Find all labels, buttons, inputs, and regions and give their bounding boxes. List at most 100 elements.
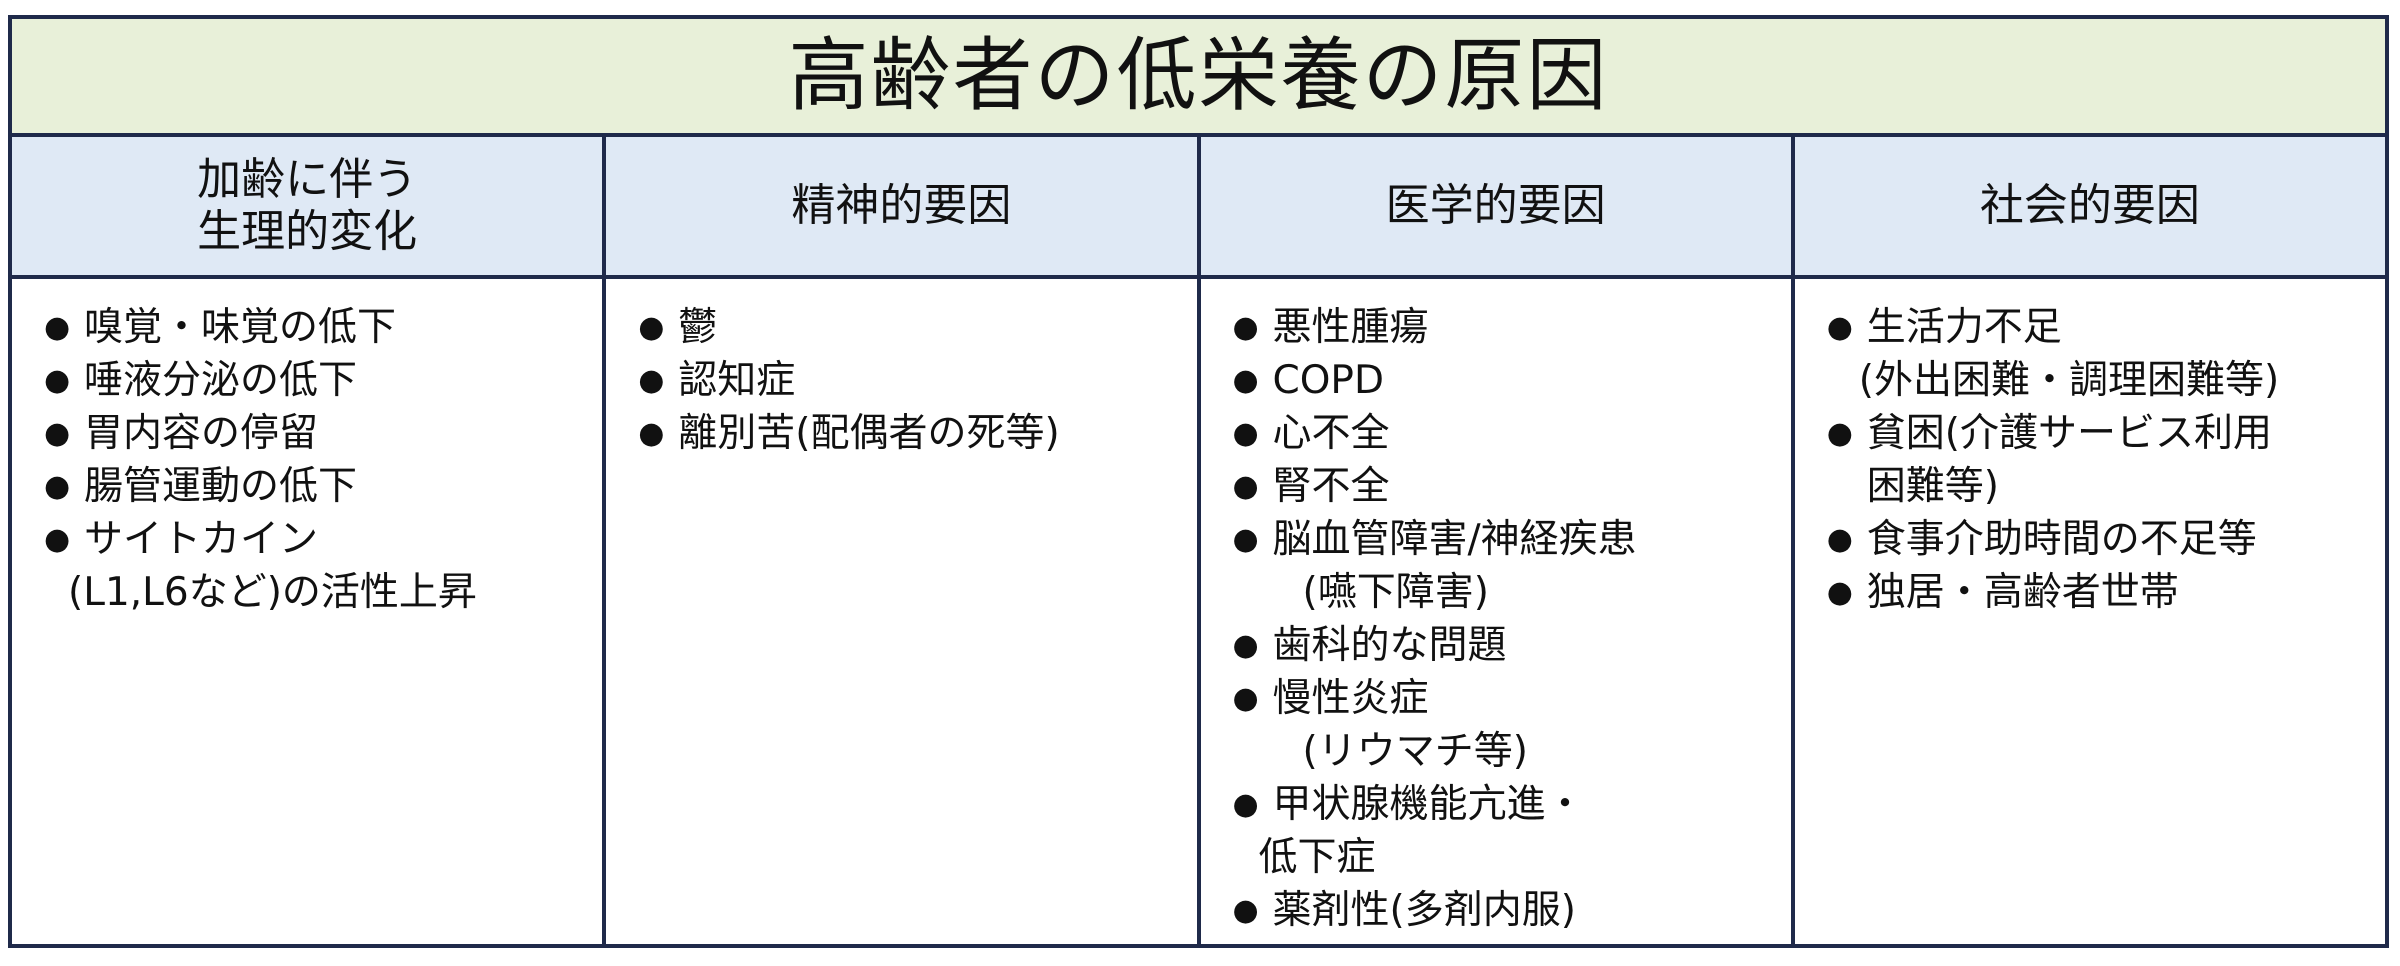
column-medical: 医学的要因 ● 悪性腫瘍 ● COPD ● 心不全 ● 腎不全●脳血管障害/神経疾患(嚥下障害… xyxy=(1200,137,1795,944)
bullet-icon: ● xyxy=(1232,628,1259,663)
column-header-line: 精神的要因 xyxy=(791,180,1012,232)
bullet-icon: ● xyxy=(1826,522,1853,557)
list-item-line: (リウマチ等) xyxy=(1302,729,1528,774)
bullet-icon: ● xyxy=(44,363,71,398)
bullet-icon: ● xyxy=(1232,787,1259,822)
list-item: ●サイトカイン(L1,L6など)の活性上昇 xyxy=(44,513,582,619)
list-item: ● 歯科的な問題 xyxy=(1233,619,1771,672)
list-item: ● 慢性炎症 (リウマチ等) xyxy=(1233,672,1771,778)
list-item-line: サイトカイン xyxy=(84,517,319,562)
list-item: ● 悪性腫瘍 xyxy=(1233,301,1771,354)
column-aging: 加齢に伴う 生理的変化 ● 嗅覚・味覚の低下 ● 唾液分泌の低下 ● 胃内容の停留 ● 腸管運… xyxy=(12,137,607,944)
list-item-line: 嗅覚・味覚の低下 xyxy=(84,305,397,350)
list-item-line: 認知症 xyxy=(678,358,796,403)
list-item-text: 生活力不足 (外出困難・調理困難等) xyxy=(1859,301,2279,407)
list-item-text: 食事介助時間の不足等 xyxy=(1867,513,2257,566)
column-mental: 精神的要因 ●鬱●認知症●離別苦(配偶者の死等) xyxy=(606,137,1201,944)
list-item-line: 歯科的な問題 xyxy=(1272,623,1507,668)
column-header-aging: 加齢に伴う 生理的変化 xyxy=(12,137,603,279)
list-item-text: 離別苦(配偶者の死等) xyxy=(678,407,1059,460)
column-body-social: ●生活力不足(外出困難・調理困難等)●貧困(介護サービス利用困難等)●食事介助時… xyxy=(1795,279,2385,619)
page-title: 高齢者の低栄養の原因 xyxy=(788,29,1609,122)
list-item: ● 心不全 xyxy=(1233,407,1771,460)
title-row: 高齢者の低栄養の原因 xyxy=(12,19,2385,137)
list-item: ● COPD xyxy=(1233,354,1771,407)
list-item: ●脳血管障害/神経疾患(嚥下障害) xyxy=(1233,513,1771,619)
list-item-line: 困難等) xyxy=(1866,464,1999,509)
list-item: ● 胃内容の停留 xyxy=(44,407,582,460)
bullet-icon: ● xyxy=(1232,681,1259,716)
list-item-text: COPD xyxy=(1273,354,1384,407)
column-social: 社会的要因 ●生活力不足(外出困難・調理困難等)●貧困(介護サービス利用困難等)… xyxy=(1794,137,2385,944)
list-item-line: 腸管運動の低下 xyxy=(84,464,358,509)
column-header-medical: 医学的要因 xyxy=(1200,137,1791,279)
list-item-line: 独居・高齢者世帯 xyxy=(1866,570,2179,615)
list-item-text: 慢性炎症 (リウマチ等) xyxy=(1273,672,1528,778)
bullet-icon: ● xyxy=(44,416,71,451)
list-item-text: 心不全 xyxy=(1273,407,1390,460)
column-header-line: 生理的変化 xyxy=(197,206,418,257)
columns: 加齢に伴う 生理的変化 ● 嗅覚・味覚の低下 ● 唾液分泌の低下 ● 胃内容の停留 ● 腸管運… xyxy=(12,137,2385,944)
column-body-medical: ●悪性腫瘍●COPD●心不全●腎不全●脳血管障害/神経疾患(嚥下障害)●歯科的な… xyxy=(1201,279,1791,937)
list-item-line: 心不全 xyxy=(1272,411,1390,456)
bullet-icon: ● xyxy=(1826,575,1853,610)
list-item-text: 貧困(介護サービス利用困難等) xyxy=(1867,407,2272,513)
list-item: ●鬱 xyxy=(638,301,1176,354)
list-item-line: 甲状腺機能亢進・ xyxy=(1272,782,1585,827)
list-item: ● 独居・高齢者世帯 xyxy=(1827,566,2365,619)
list-item: ● 離別苦(配偶者の死等) xyxy=(638,407,1176,460)
list-item-text: 悪性腫瘍 xyxy=(1273,301,1429,354)
bullet-icon: ● xyxy=(1826,310,1853,345)
list-item: ● 嗅覚・味覚の低下 xyxy=(44,301,582,354)
bullet-icon: ● xyxy=(1232,416,1259,451)
list-item-line: 胃内容の停留 xyxy=(84,411,319,456)
list-item: ● 腸管運動の低下 xyxy=(44,460,582,513)
list-item-line: 鬱 xyxy=(678,305,718,350)
bullet-icon: ● xyxy=(44,469,71,504)
list-item: ● 貧困(介護サービス利用困難等) xyxy=(1827,407,2365,513)
column-body-mental: ●鬱●認知症●離別苦(配偶者の死等) xyxy=(606,279,1196,460)
list-item-line: 悪性腫瘍 xyxy=(1272,305,1429,350)
bullet-icon: ● xyxy=(1232,893,1259,928)
column-body-aging: ● 嗅覚・味覚の低下 ● 唾液分泌の低下 ● 胃内容の停留 ● 腸管運動の低下●サイトカイン(… xyxy=(12,279,602,619)
list-item-text: 胃内容の停留 xyxy=(84,407,318,460)
list-item-text: 独居・高齢者世帯 xyxy=(1867,566,2179,619)
list-item-text: サイトカイン(L1,L6など)の活性上昇 xyxy=(68,513,477,619)
list-item-text: 腎不全 xyxy=(1273,460,1390,513)
list-item: ● 薬剤性(多剤内服) xyxy=(1233,884,1771,937)
list-item-text: 腸管運動の低下 xyxy=(84,460,357,513)
bullet-icon: ● xyxy=(1826,416,1853,451)
list-item-line: COPD xyxy=(1272,358,1384,403)
list-item: ●甲状腺機能亢進・低下症 xyxy=(1233,778,1771,884)
list-item-text: 唾液分泌の低下 xyxy=(84,354,357,407)
list-item-line: 貧困(介護サービス利用 xyxy=(1866,411,2272,456)
column-header-line: 社会的要因 xyxy=(1979,180,2200,232)
causes-table: 高齢者の低栄養の原因 加齢に伴う 生理的変化 ● 嗅覚・味覚の低下 ● 唾液分泌の低下… xyxy=(8,15,2389,948)
list-item-line: 食事介助時間の不足等 xyxy=(1866,517,2257,562)
list-item-text: 歯科的な問題 xyxy=(1273,619,1507,672)
bullet-icon: ● xyxy=(638,363,665,398)
list-item-text: 嗅覚・味覚の低下 xyxy=(84,301,396,354)
list-item-text: 鬱 xyxy=(678,301,717,354)
bullet-icon: ● xyxy=(1232,522,1259,557)
list-item-line: (外出困難・調理困難等) xyxy=(1858,358,2280,403)
bullet-icon: ● xyxy=(44,310,71,345)
column-header-mental: 精神的要因 xyxy=(606,137,1197,279)
list-item-text: 認知症 xyxy=(678,354,795,407)
column-header-social: 社会的要因 xyxy=(1794,137,2385,279)
bullet-icon: ● xyxy=(1232,469,1259,504)
bullet-icon: ● xyxy=(638,310,665,345)
list-item-text: 薬剤性(多剤内服) xyxy=(1273,884,1576,937)
list-item-text: 甲状腺機能亢進・低下症 xyxy=(1259,778,1585,884)
bullet-icon: ● xyxy=(1232,363,1259,398)
list-item: ● 腎不全 xyxy=(1233,460,1771,513)
list-item-line: 腎不全 xyxy=(1272,464,1390,509)
column-header-line: 医学的要因 xyxy=(1385,180,1606,232)
list-item-line: 生活力不足 xyxy=(1866,305,2062,350)
list-item-line: 離別苦(配偶者の死等) xyxy=(678,411,1060,456)
list-item-line: 慢性炎症 xyxy=(1272,676,1429,721)
column-header-line: 加齢に伴う xyxy=(197,154,418,206)
bullet-icon: ● xyxy=(1232,310,1259,345)
list-item: ● 食事介助時間の不足等 xyxy=(1827,513,2365,566)
bullet-icon: ● xyxy=(638,416,665,451)
